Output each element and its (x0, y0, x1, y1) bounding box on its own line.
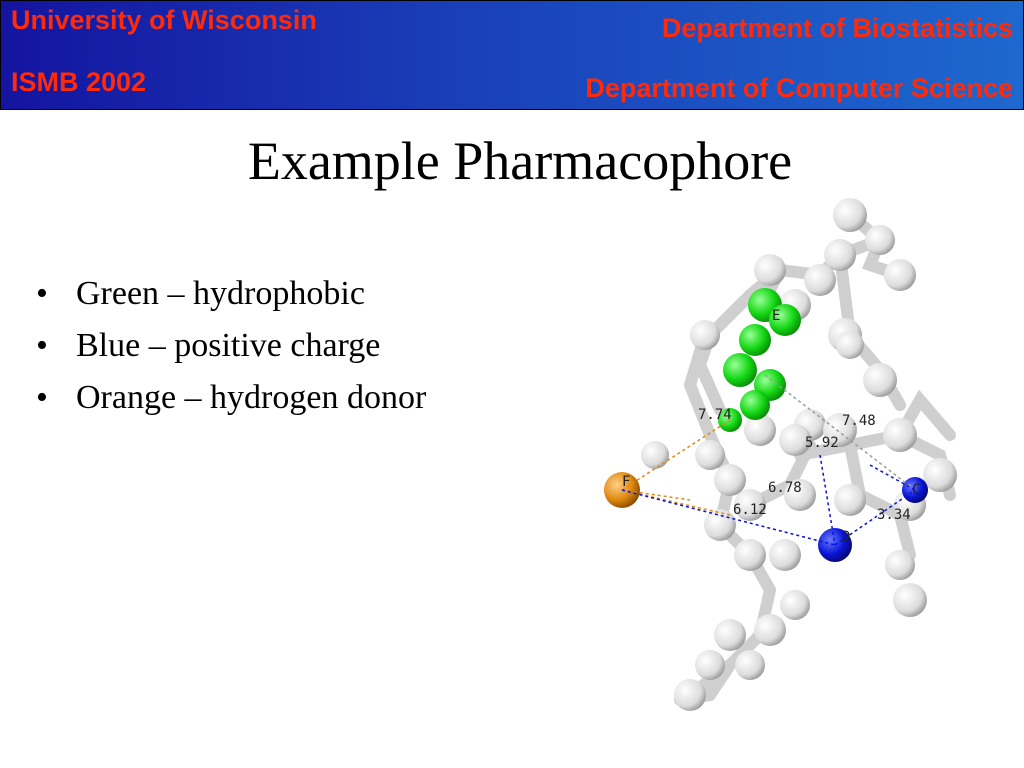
bullet-list: •Green – hydrophobic •Blue – positive ch… (36, 268, 426, 424)
bullet-item: •Orange – hydrogen donor (36, 379, 427, 416)
distance-label: 5.92 (805, 435, 839, 451)
department-computer-science: Department of Computer Science (585, 73, 1013, 103)
slide-title: Example Pharmacophore (247, 131, 793, 191)
bullet-text: Orange – hydrogen donor (76, 379, 427, 416)
distance-label: 3.34 (877, 507, 911, 523)
atom-label-f: F (622, 474, 630, 490)
header-banner: University of Wisconsin ISMB 2002 Depart… (0, 0, 1024, 110)
bullet-text: Blue – positive charge (76, 327, 381, 364)
atom-label-e: E (772, 308, 780, 324)
bullet-item: •Blue – positive charge (36, 327, 381, 364)
conference-name: ISMB 2002 (11, 67, 147, 97)
atom-label-c: C (912, 482, 920, 498)
distance-label: 7.48 (842, 413, 876, 429)
pharmacophore-molecule-image: E F C D 7.74 7.48 5.92 6.78 6.12 3.34 (604, 198, 957, 711)
hydrophobic-green-atoms (718, 288, 801, 432)
department-biostatistics: Department of Biostatistics (661, 13, 1013, 43)
distance-label: 7.74 (698, 407, 732, 423)
atom-label-d: D (842, 529, 850, 545)
university-name: University of Wisconsin (11, 5, 317, 35)
bullet-text: Green – hydrophobic (76, 275, 365, 312)
distance-label: 6.12 (733, 502, 767, 518)
distance-label: 6.78 (768, 480, 802, 496)
bullet-item: •Green – hydrophobic (36, 275, 365, 312)
